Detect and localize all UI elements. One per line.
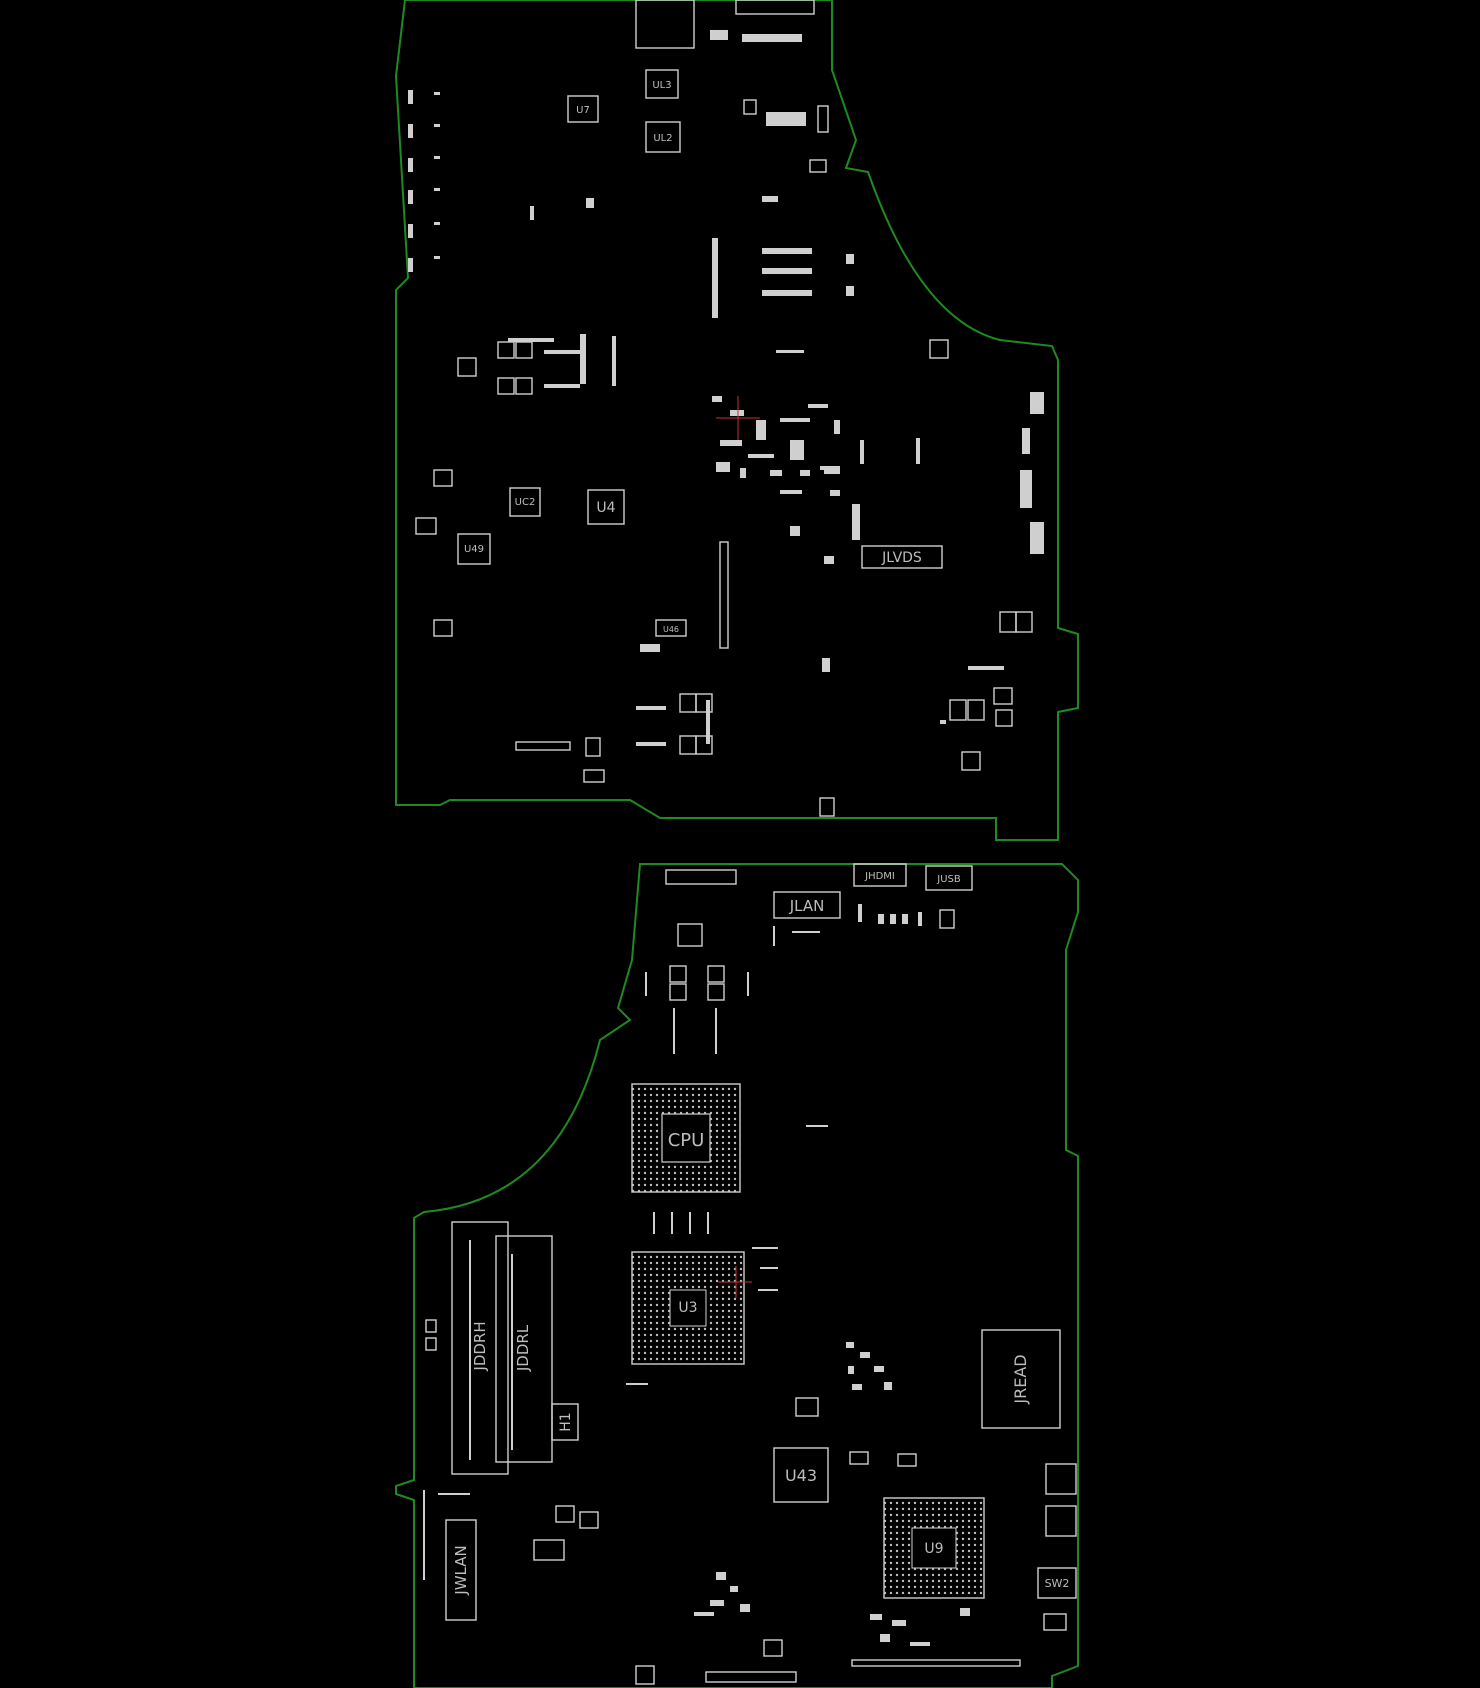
bottom-connector-1	[665, 869, 737, 885]
jusb-label: JUSB	[936, 874, 961, 885]
jlvds-label: JLVDS	[881, 550, 922, 566]
connector-jread: JREAD	[981, 1329, 1061, 1429]
vertical-connector	[719, 541, 729, 649]
connector-jusb: JUSB	[925, 865, 973, 891]
jread-label: JREAD	[1011, 1354, 1030, 1404]
chip-u46: U46	[655, 619, 687, 637]
chip-u4: U4	[587, 489, 625, 525]
red-marker-top	[716, 396, 760, 440]
connector-jddrh: JDDRH	[451, 1221, 509, 1475]
chip-u49: U49	[457, 533, 491, 565]
component-cluster-bottom-right	[423, 1247, 1077, 1685]
top-board-outline	[394, 0, 1079, 841]
chip-ul2: UL2	[645, 121, 681, 153]
u3-label: U3	[678, 1300, 697, 1316]
top-connector-2	[735, 0, 815, 15]
ul3-label: UL3	[652, 80, 671, 91]
ul2-label: UL2	[653, 133, 672, 144]
u49-label: U49	[464, 544, 484, 555]
u7-label: U7	[576, 105, 590, 116]
bottom-board-outline	[395, 863, 1079, 1688]
connector-jddrl: JDDRL	[495, 1235, 553, 1463]
sw2-label: SW2	[1045, 1577, 1070, 1590]
u43-label: U43	[785, 1466, 817, 1485]
chip-u43: U43	[773, 1447, 829, 1503]
small-part-jusb	[939, 909, 955, 929]
chip-u9: U9	[883, 1497, 985, 1599]
component-cluster-top	[408, 30, 1044, 746]
component-cluster-bottom-top	[645, 904, 922, 1127]
top-board: UL3 U7 UL2 UC2 U4 U49 JLVDS	[394, 0, 1079, 841]
switch-sw2: SW2	[1037, 1567, 1077, 1599]
connector-jlan: JLAN	[773, 891, 841, 919]
u4-label: U4	[596, 500, 615, 516]
jddrh-label: JDDRH	[471, 1321, 489, 1371]
jlan-label: JLAN	[789, 897, 825, 915]
top-connector-1	[635, 0, 695, 49]
chip-u7: U7	[567, 95, 599, 123]
u46-label: U46	[663, 625, 679, 634]
h1-label: H1	[558, 1412, 574, 1431]
chip-cpu: CPU	[631, 1083, 741, 1193]
jhdmi-label: JHDMI	[864, 871, 895, 882]
part-h1: H1	[551, 1403, 579, 1441]
component-cluster-right	[415, 99, 1033, 817]
connector-jwlan: JWLAN	[445, 1519, 477, 1621]
uc2-label: UC2	[515, 497, 536, 508]
connector-jhdmi: JHDMI	[853, 863, 907, 887]
chip-ul3: UL3	[645, 69, 679, 99]
jddrl-label: JDDRL	[514, 1324, 532, 1372]
jwlan-label: JWLAN	[452, 1545, 470, 1595]
chip-uc2: UC2	[509, 487, 541, 517]
connector-jlvds: JLVDS	[861, 545, 943, 569]
dense-area-center	[712, 396, 840, 496]
cpu-label: CPU	[668, 1130, 705, 1151]
chip-u3: U3	[631, 1251, 745, 1365]
u9-label: U9	[924, 1541, 943, 1557]
cpu-rails	[653, 1212, 709, 1234]
bottom-board: JLAN JHDMI JUSB	[395, 863, 1079, 1688]
dense-area-bottom	[694, 1342, 970, 1646]
red-marker-bottom	[718, 1266, 752, 1298]
